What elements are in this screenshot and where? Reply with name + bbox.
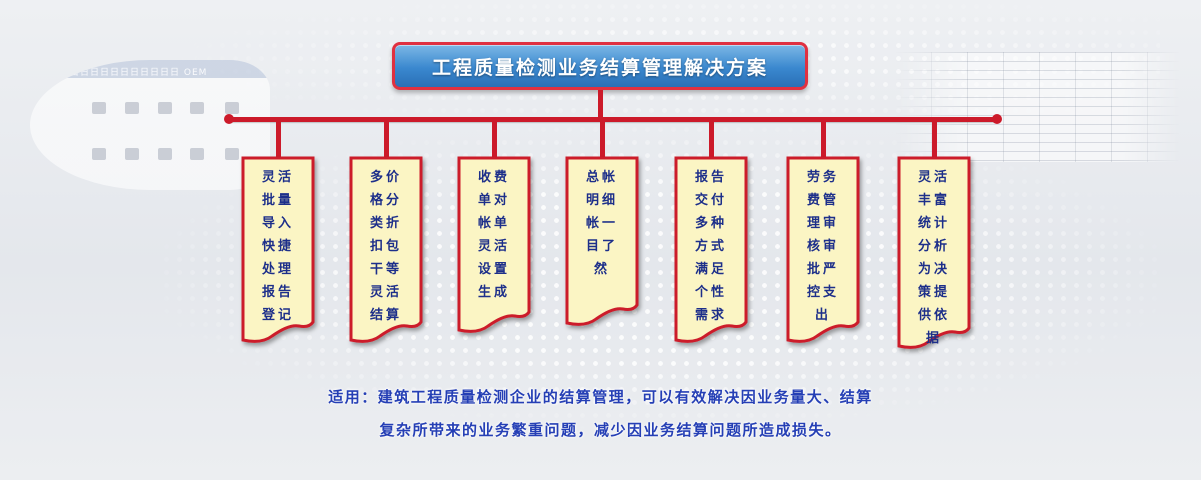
feature-card-line: 结算 xyxy=(369,308,402,323)
feature-card-line: 个性 xyxy=(694,285,727,300)
feature-card-line: 帐单 xyxy=(477,216,510,231)
feature-card-line: 收费 xyxy=(477,170,510,185)
scroll-shape xyxy=(786,156,860,343)
card-connector xyxy=(932,120,937,158)
footer-line-2: 复杂所带来的业务繁重问题，减少因业务结算问题所造成损失。 xyxy=(379,421,842,439)
feature-card-line: 然 xyxy=(593,262,610,277)
feature-card-line: 登记 xyxy=(261,308,294,323)
feature-card-line: 核审 xyxy=(806,239,839,254)
card-connector xyxy=(276,120,281,158)
feature-card-line: 生成 xyxy=(477,285,510,300)
feature-card-line: 丰富 xyxy=(917,193,950,208)
feature-card-line: 总帐 xyxy=(585,170,618,185)
feature-card: 总帐明细帐一目了然 xyxy=(565,156,639,331)
feature-card-line: 灵活 xyxy=(369,285,402,300)
feature-card-text: 灵活批量导入快捷处理报告登记 xyxy=(241,166,315,327)
feature-card-line: 格分 xyxy=(369,193,402,208)
branch-bar-right-end xyxy=(992,114,1002,124)
feature-card-text: 报告交付多种方式满足个性需求 xyxy=(674,166,748,327)
scroll-shape xyxy=(897,156,971,349)
feature-card-text: 收费单对帐单灵活设置生成 xyxy=(457,166,531,304)
feature-card-line: 出 xyxy=(814,308,831,323)
feature-card-line: 多价 xyxy=(369,170,402,185)
feature-card-text: 劳务费管理审核审批严控支出 xyxy=(786,166,860,327)
scroll-shape xyxy=(674,156,748,343)
feature-card-line: 导入 xyxy=(261,216,294,231)
feature-card: 灵活批量导入快捷处理报告登记 xyxy=(241,156,315,348)
footer-line-1: 适用：建筑工程质量检测企业的结算管理，可以有效解决因业务量大、结算 xyxy=(328,388,873,406)
feature-card-line: 灵活 xyxy=(917,170,950,185)
card-connector xyxy=(709,120,714,158)
feature-card-line: 满足 xyxy=(694,262,727,277)
feature-card-line: 劳务 xyxy=(806,170,839,185)
feature-card-line: 明细 xyxy=(585,193,618,208)
world-map-background xyxy=(160,110,1160,440)
feature-card: 报告交付多种方式满足个性需求 xyxy=(674,156,748,348)
feature-card-line: 据 xyxy=(925,331,942,346)
feature-card-text: 灵活丰富统计分析为决策提供依据 xyxy=(897,166,971,350)
feature-card-line: 帐一 xyxy=(585,216,618,231)
scroll-shape xyxy=(241,156,315,343)
feature-card-line: 类折 xyxy=(369,216,402,231)
feature-card-line: 处理 xyxy=(261,262,294,277)
card-connector xyxy=(492,120,497,158)
feature-card-line: 报告 xyxy=(261,285,294,300)
faded-window-title: 日日日日日日日日日日日 ОЕМ xyxy=(70,68,208,78)
feature-card-line: 单对 xyxy=(477,193,510,208)
feature-card-line: 灵活 xyxy=(477,239,510,254)
feature-card: 劳务费管理审核审批严控支出 xyxy=(786,156,860,348)
horizontal-branch-bar xyxy=(228,117,998,122)
feature-card: 收费单对帐单灵活设置生成 xyxy=(457,156,531,338)
feature-card-line: 设置 xyxy=(477,262,510,277)
faded-software-screenshot: 日日日日日日日日日日日 ОЕМ xyxy=(30,60,270,190)
diagram-title-box: 工程质量检测业务结算管理解决方案 xyxy=(392,42,808,90)
card-connector xyxy=(821,120,826,158)
feature-card-line: 方式 xyxy=(694,239,727,254)
feature-card-text: 多价格分类折扣包干等灵活结算 xyxy=(349,166,423,327)
card-connector xyxy=(384,120,389,158)
feature-card-line: 批严 xyxy=(806,262,839,277)
feature-card-line: 分析 xyxy=(917,239,950,254)
feature-card-line: 交付 xyxy=(694,193,727,208)
feature-card-line: 多种 xyxy=(694,216,727,231)
scroll-shape xyxy=(457,156,531,333)
feature-card-line: 统计 xyxy=(917,216,950,231)
feature-card-line: 供依 xyxy=(917,308,950,323)
feature-card-line: 批量 xyxy=(261,193,294,208)
feature-card-line: 目了 xyxy=(585,239,618,254)
diagram-title: 工程质量检测业务结算管理解决方案 xyxy=(431,56,768,79)
feature-card-line: 控支 xyxy=(806,285,839,300)
feature-card-line: 干等 xyxy=(369,262,402,277)
scroll-shape xyxy=(349,156,423,343)
card-connector xyxy=(600,120,605,158)
feature-card-line: 快捷 xyxy=(261,239,294,254)
feature-card-line: 灵活 xyxy=(261,170,294,185)
feature-card-line: 扣包 xyxy=(369,239,402,254)
title-connector xyxy=(598,90,603,118)
feature-card-line: 理审 xyxy=(806,216,839,231)
branch-bar-left-end xyxy=(224,114,234,124)
scroll-shape xyxy=(565,156,639,326)
feature-card-text: 总帐明细帐一目了然 xyxy=(565,166,639,281)
feature-card-line: 为决 xyxy=(917,262,950,277)
feature-card: 灵活丰富统计分析为决策提供依据 xyxy=(897,156,971,354)
faded-table-screenshot xyxy=(895,52,1180,162)
feature-card-line: 需求 xyxy=(694,308,727,323)
feature-card: 多价格分类折扣包干等灵活结算 xyxy=(349,156,423,348)
feature-card-line: 报告 xyxy=(694,170,727,185)
feature-card-line: 费管 xyxy=(806,193,839,208)
feature-card-line: 策提 xyxy=(917,285,950,300)
